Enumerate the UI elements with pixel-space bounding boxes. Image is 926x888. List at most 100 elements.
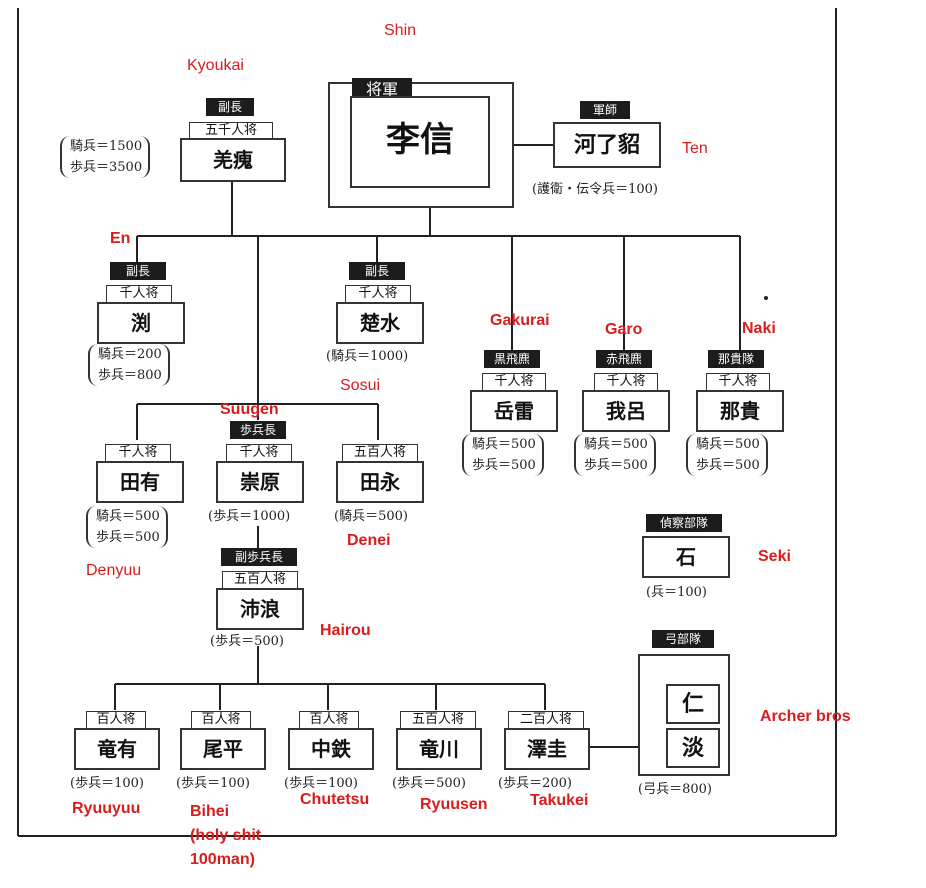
- denyuu-rank: 千人将: [105, 444, 171, 462]
- denei-name: 田永: [336, 461, 424, 503]
- archers-label: Archer bros: [760, 708, 851, 725]
- naki-rank: 千人将: [706, 373, 770, 391]
- shin-label: Shin: [384, 22, 417, 39]
- denyuu-label: Denyuu: [86, 562, 142, 579]
- ten-badge: 軍師: [580, 101, 630, 119]
- en-troops-infantry: 歩兵＝800: [98, 368, 162, 383]
- chutetsu-name: 中鉄: [288, 728, 374, 770]
- suugen-label: Suugen: [220, 401, 279, 418]
- gakurai-troops: 騎兵＝500 歩兵＝500: [462, 434, 544, 476]
- denei-troops: (騎兵＝500): [334, 509, 408, 524]
- shin-inner-frame: [350, 96, 490, 188]
- bihei-label-line1: Bihei: [190, 803, 230, 820]
- seki-troops: (兵＝100): [646, 585, 707, 600]
- ryuuyuu-label: Ryuuyuu: [72, 800, 141, 817]
- gakurai-rank: 千人将: [482, 373, 546, 391]
- sosui-rank: 千人将: [345, 285, 411, 303]
- seki-badge: 偵察部隊: [646, 514, 722, 532]
- denyuu-troops: 騎兵＝500 歩兵＝500: [86, 506, 168, 548]
- denei-rank: 五百人将: [342, 444, 418, 462]
- sosui-label: Sosui: [340, 377, 381, 394]
- ryuuyuu-name: 竜有: [74, 728, 160, 770]
- garo-label: Garo: [605, 321, 643, 338]
- denyuu-troops-cavalry: 騎兵＝500: [96, 509, 160, 524]
- hairou-label: Hairou: [320, 622, 371, 639]
- bihei-rank: 百人将: [191, 711, 251, 729]
- garo-troops: 騎兵＝500 歩兵＝500: [574, 434, 656, 476]
- bihei-troops: (歩兵＝100): [176, 776, 250, 791]
- chutetsu-troops: (歩兵＝100): [284, 776, 358, 791]
- naki-troops-cavalry: 騎兵＝500: [696, 437, 760, 452]
- kyoukai-label: Kyoukai: [187, 57, 244, 74]
- shin-name: 李信: [386, 120, 454, 160]
- ryuuyuu-troops: (歩兵＝100): [70, 776, 144, 791]
- gakurai-troops-infantry: 歩兵＝500: [472, 458, 536, 473]
- garo-troops-infantry: 歩兵＝500: [584, 458, 648, 473]
- gakurai-badge: 黒飛麃: [484, 350, 540, 368]
- kyoukai-troops-cavalry: 騎兵＝1500: [70, 139, 143, 154]
- chutetsu-rank: 百人将: [299, 711, 359, 729]
- archer-jin-name: 仁: [666, 684, 720, 724]
- naki-troops: 騎兵＝500 歩兵＝500: [686, 434, 768, 476]
- seki-name: 石: [642, 536, 730, 578]
- archers-badge: 弓部隊: [652, 630, 714, 648]
- hairou-rank: 五百人将: [222, 571, 298, 589]
- bihei-label: Bihei (holy shit 100man): [190, 800, 261, 872]
- hairou-troops: (歩兵＝500): [210, 634, 284, 649]
- ryuuyuu-rank: 百人将: [86, 711, 146, 729]
- sosui-badge: 副長: [349, 262, 405, 280]
- bihei-label-line3: 100man): [190, 851, 255, 868]
- suugen-name: 崇原: [216, 461, 304, 503]
- en-rank: 千人将: [106, 285, 172, 303]
- hairou-badge: 副歩兵長: [221, 548, 297, 566]
- ten-name: 河了貂: [553, 122, 661, 168]
- suugen-badge: 歩兵長: [230, 421, 286, 439]
- denyuu-troops-infantry: 歩兵＝500: [96, 530, 160, 545]
- bihei-label-line2: (holy shit: [190, 827, 262, 844]
- denyuu-name: 田有: [96, 461, 184, 503]
- en-badge: 副長: [110, 262, 166, 280]
- gakurai-troops-cavalry: 騎兵＝500: [472, 437, 536, 452]
- chutetsu-label: Chutetsu: [300, 791, 370, 808]
- kyoukai-badge: 副長: [206, 98, 254, 116]
- en-label: En: [110, 230, 131, 247]
- takukei-label: Takukei: [530, 792, 589, 809]
- ink-dot: [764, 296, 768, 300]
- gakurai-name: 岳雷: [470, 390, 558, 432]
- sosui-troops: (騎兵＝1000): [326, 349, 409, 364]
- takukei-name: 澤圭: [504, 728, 590, 770]
- archers-troops: (弓兵＝800): [638, 782, 712, 797]
- ryuusen-label: Ryuusen: [420, 796, 488, 813]
- naki-troops-infantry: 歩兵＝500: [696, 458, 760, 473]
- naki-badge: 那貴隊: [708, 350, 764, 368]
- gakurai-label: Gakurai: [490, 312, 550, 329]
- ten-troops: (護衛・伝令兵＝100): [532, 182, 658, 197]
- garo-rank: 千人将: [594, 373, 658, 391]
- en-name: 渕: [97, 302, 185, 344]
- garo-badge: 赤飛麃: [596, 350, 652, 368]
- seki-label: Seki: [758, 548, 791, 565]
- bihei-name: 尾平: [180, 728, 266, 770]
- garo-troops-cavalry: 騎兵＝500: [584, 437, 648, 452]
- ryuusen-troops: (歩兵＝500): [392, 776, 466, 791]
- garo-name: 我呂: [582, 390, 670, 432]
- ten-label: Ten: [682, 140, 708, 157]
- naki-name: 那貴: [696, 390, 784, 432]
- en-troops-cavalry: 騎兵＝200: [98, 347, 162, 362]
- en-troops: 騎兵＝200 歩兵＝800: [88, 344, 170, 386]
- suugen-troops: (歩兵＝1000): [208, 509, 291, 524]
- suugen-rank: 千人将: [226, 444, 292, 462]
- kyoukai-troops-infantry: 歩兵＝3500: [70, 160, 143, 175]
- ryuusen-rank: 五百人将: [400, 711, 476, 729]
- takukei-rank: 二百人将: [508, 711, 584, 729]
- kyoukai-name: 羌瘣: [180, 138, 286, 182]
- sosui-name: 楚水: [336, 302, 424, 344]
- denei-label: Denei: [347, 532, 391, 549]
- kyoukai-troops: 騎兵＝1500 歩兵＝3500: [60, 136, 151, 178]
- archer-tan-name: 淡: [666, 728, 720, 768]
- hairou-name: 沛浪: [216, 588, 304, 630]
- ryuusen-name: 竜川: [396, 728, 482, 770]
- naki-label: Naki: [742, 320, 776, 337]
